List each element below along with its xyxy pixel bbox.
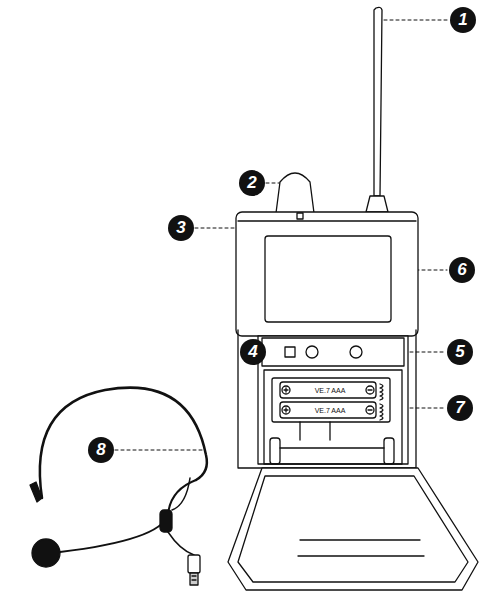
headset-microphone [30, 388, 207, 585]
battery-compartment [264, 370, 402, 464]
battery-label: VE.7 AAA [314, 406, 347, 415]
callout-number: 2 [239, 170, 265, 196]
battery-label: VE.7 AAA [314, 386, 347, 395]
control-panel [262, 338, 404, 366]
callout-number: 5 [447, 339, 473, 365]
callout-number: 3 [168, 215, 194, 241]
callout-number: 8 [88, 437, 114, 463]
antenna [366, 7, 388, 212]
callout-number: 7 [447, 395, 473, 421]
callout-number: 6 [449, 257, 475, 283]
volume-knob [276, 173, 314, 213]
callout-number: 4 [240, 339, 266, 365]
callout-number: 1 [450, 7, 476, 33]
body-housing [236, 212, 418, 468]
battery-cover [228, 468, 478, 590]
